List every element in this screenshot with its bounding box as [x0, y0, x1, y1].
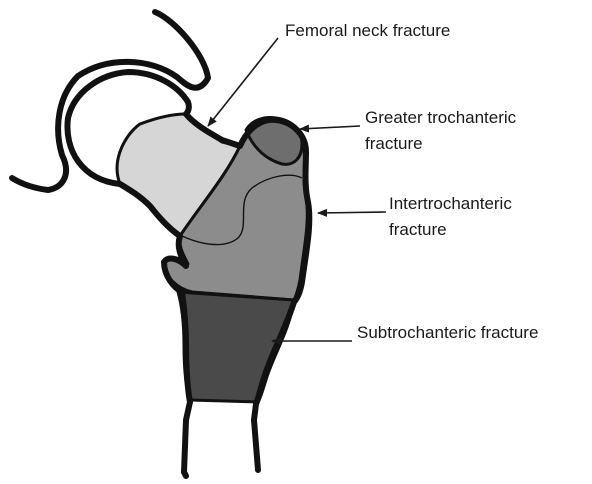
intertrochanteric-arrow	[318, 212, 386, 213]
shaft-bottom-left	[184, 472, 186, 476]
label-femoral-neck-fracture: Femoral neck fracture	[285, 20, 450, 41]
label-intertrochanteric-fracture-line2: fracture	[389, 219, 447, 240]
label-greater-trochanteric-fracture-line2: fracture	[365, 133, 423, 154]
label-intertrochanteric-fracture-line1: Intertrochanteric	[389, 193, 512, 214]
femoral-neck-arrow	[208, 38, 278, 126]
label-greater-trochanteric-fracture-line1: Greater trochanteric	[365, 107, 516, 128]
label-subtrochanteric-fracture: Subtrochanteric fracture	[357, 322, 538, 343]
greater-trochanteric-arrow	[300, 126, 360, 129]
